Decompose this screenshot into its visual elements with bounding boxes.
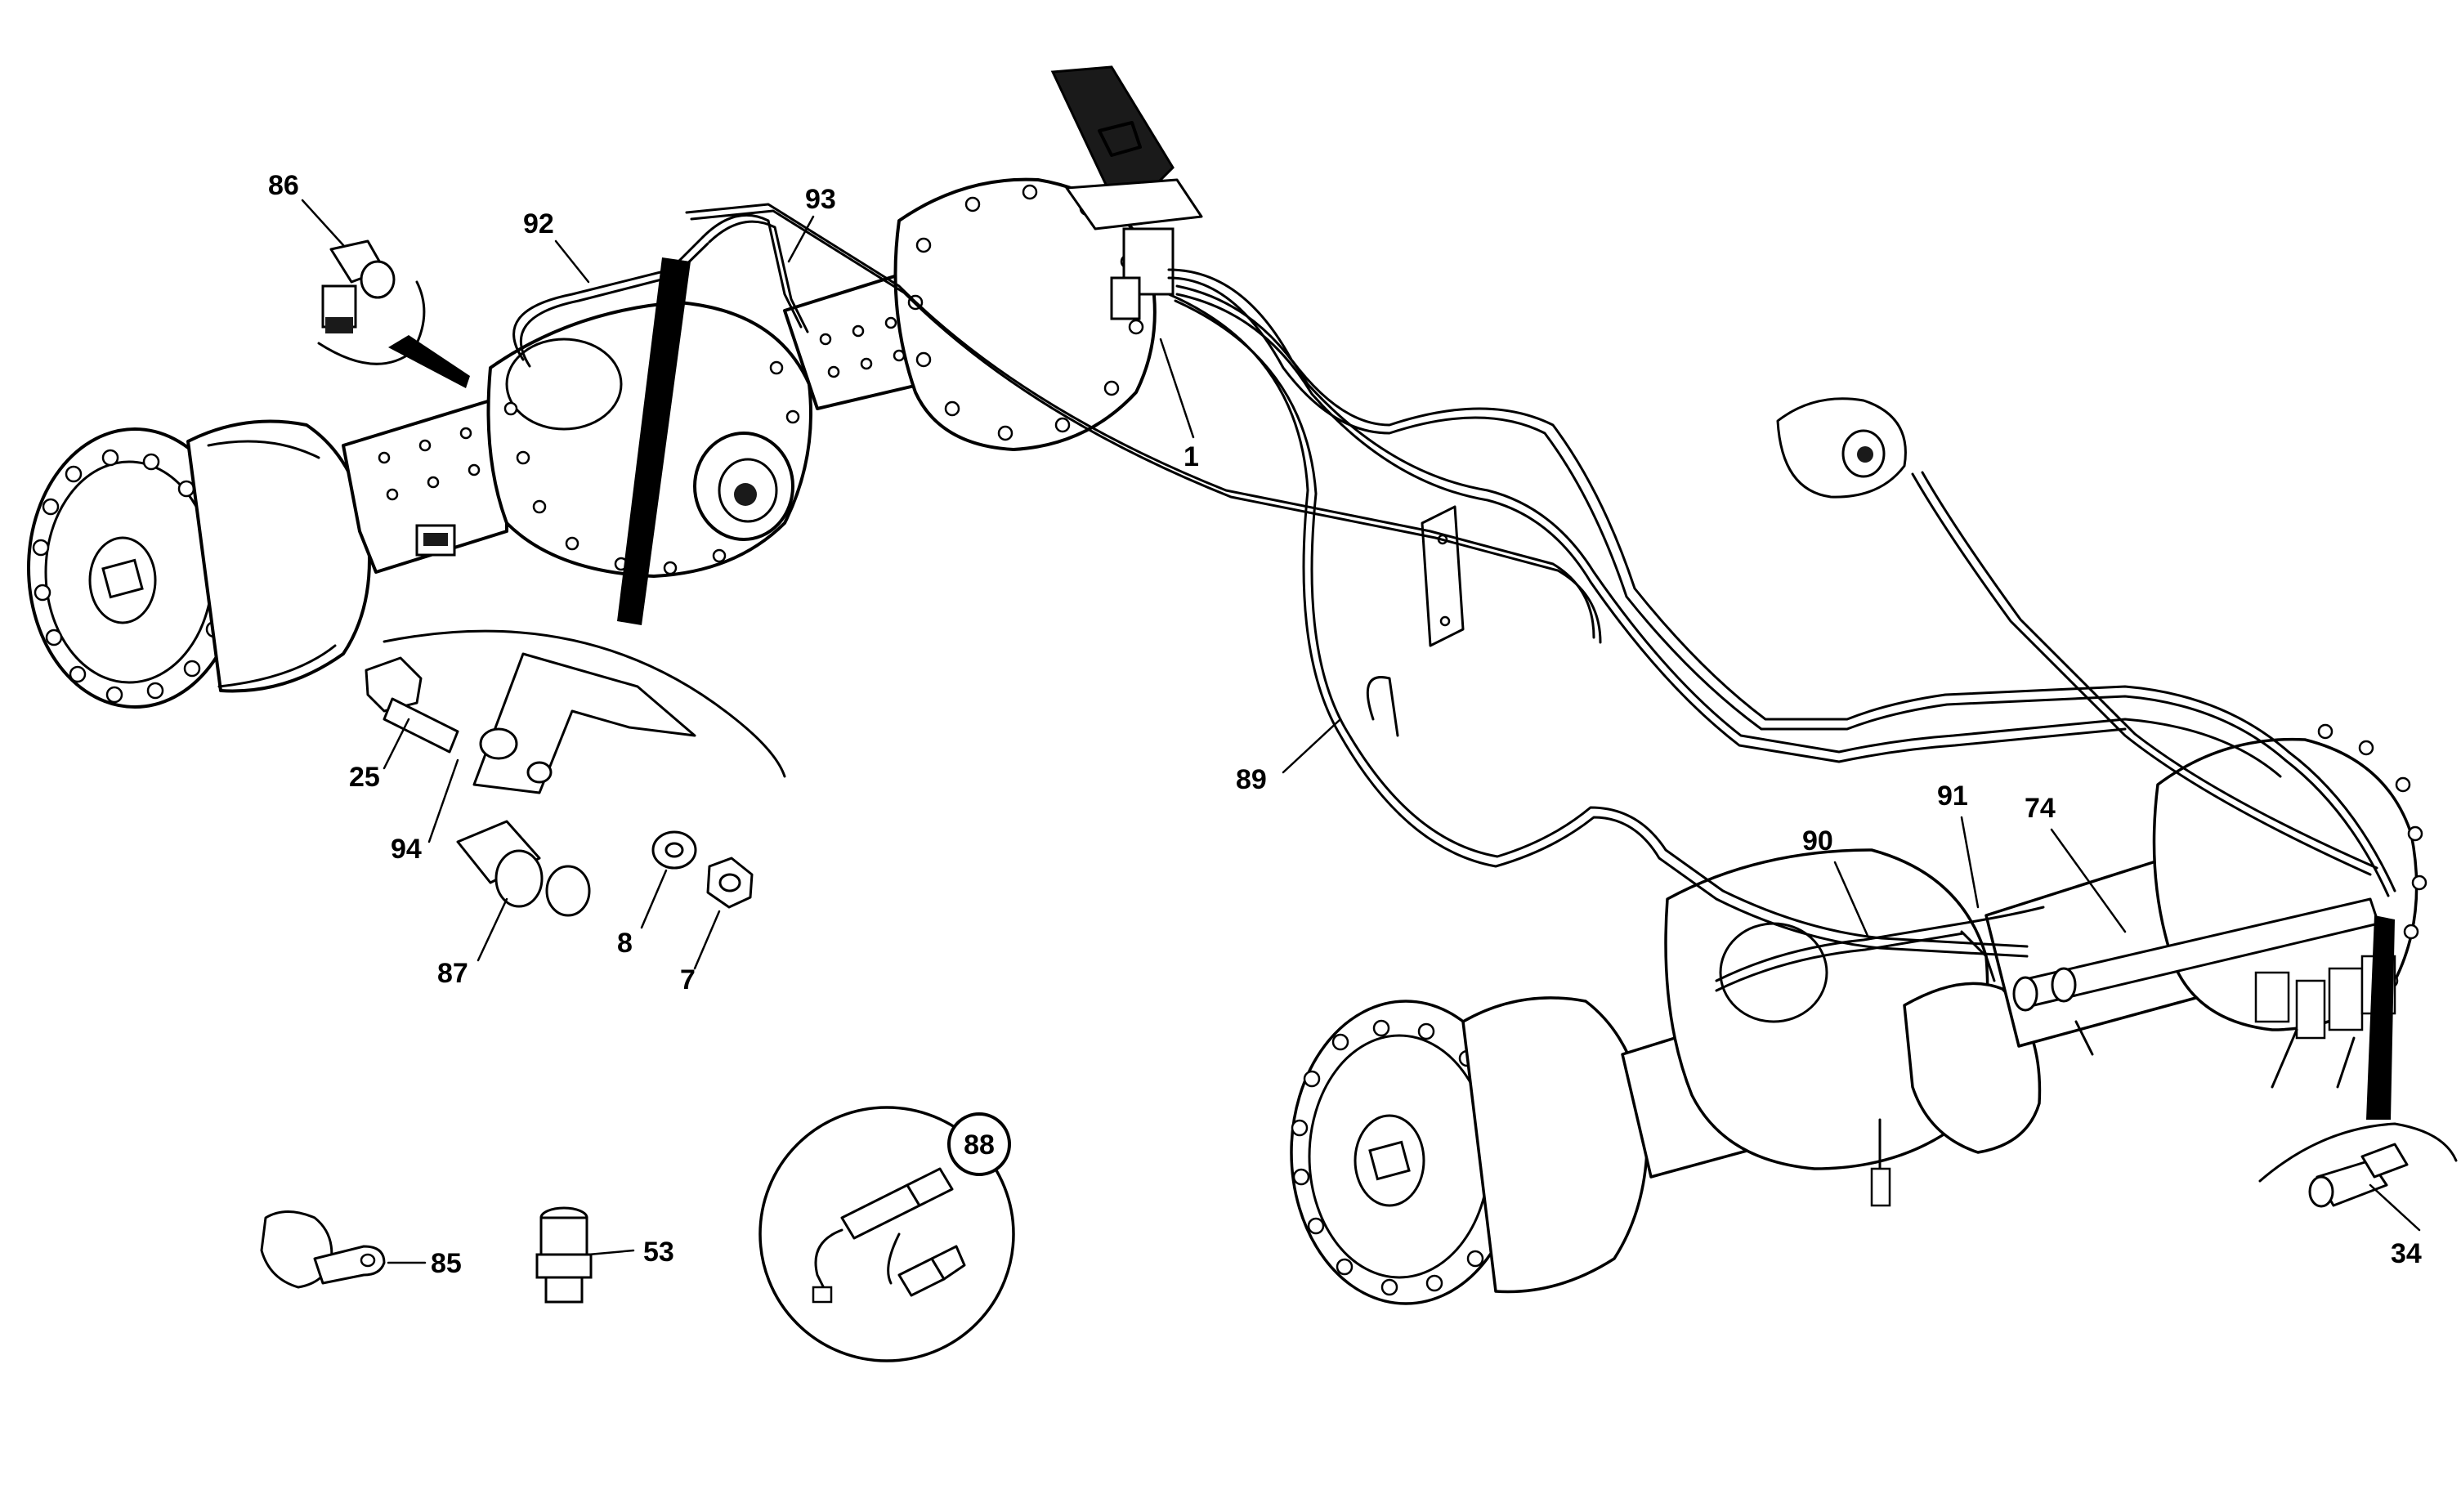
part-clamp-85 — [260, 1210, 386, 1289]
part-washer-8 — [651, 830, 697, 870]
callout-90: 90 — [1802, 825, 1833, 857]
mounting-bracket — [1421, 505, 1465, 647]
front-axle — [27, 177, 1157, 709]
detail-arc-bracket — [383, 629, 786, 778]
callout-88-circle — [947, 1112, 1011, 1176]
detail-pointer-34 — [2366, 915, 2395, 1120]
part-elbow-fitting-86 — [321, 239, 396, 333]
callout-88: 88 — [964, 1130, 995, 1161]
callout-94: 94 — [391, 834, 422, 865]
callout-93: 93 — [805, 184, 836, 215]
rear-axle — [1290, 723, 2427, 1305]
callout-87: 87 — [437, 958, 468, 989]
part-hose-fittings-88 — [812, 1167, 966, 1304]
leader-lines — [301, 199, 2421, 1264]
callout-7: 7 — [680, 964, 696, 995]
brake-valve-pedal — [1050, 65, 1203, 320]
callout-91: 91 — [1937, 781, 1968, 812]
callout-8: 8 — [617, 928, 633, 959]
detail-pointer-bracket — [617, 257, 691, 625]
hydraulic-lines — [512, 203, 2396, 1089]
part-adapter-53 — [535, 1206, 593, 1304]
callout-92: 92 — [523, 208, 554, 239]
pump-unit — [1776, 397, 1907, 499]
part-nut-7 — [706, 857, 754, 909]
callout-53: 53 — [643, 1237, 674, 1268]
part-fitting-87 — [456, 820, 591, 917]
callout-85: 85 — [431, 1248, 462, 1279]
detail-pointer-86 — [388, 335, 470, 388]
detail-arc-34 — [2258, 1122, 2458, 1183]
callout-86: 86 — [268, 170, 299, 201]
part-bracket-94 — [472, 652, 696, 794]
callout-89: 89 — [1236, 764, 1267, 795]
detail-circle-88 — [758, 1106, 1015, 1362]
callout-25: 25 — [349, 762, 380, 793]
callout-34: 34 — [2391, 1238, 2422, 1269]
callout-74: 74 — [2025, 793, 2056, 824]
callout-labels: 86 92 93 1 25 94 87 8 7 89 90 91 74 85 5… — [268, 170, 2422, 1279]
part-tee-fitting-34 — [2308, 1143, 2409, 1208]
part-bolt-25 — [365, 656, 459, 754]
callout-1: 1 — [1184, 441, 1199, 472]
